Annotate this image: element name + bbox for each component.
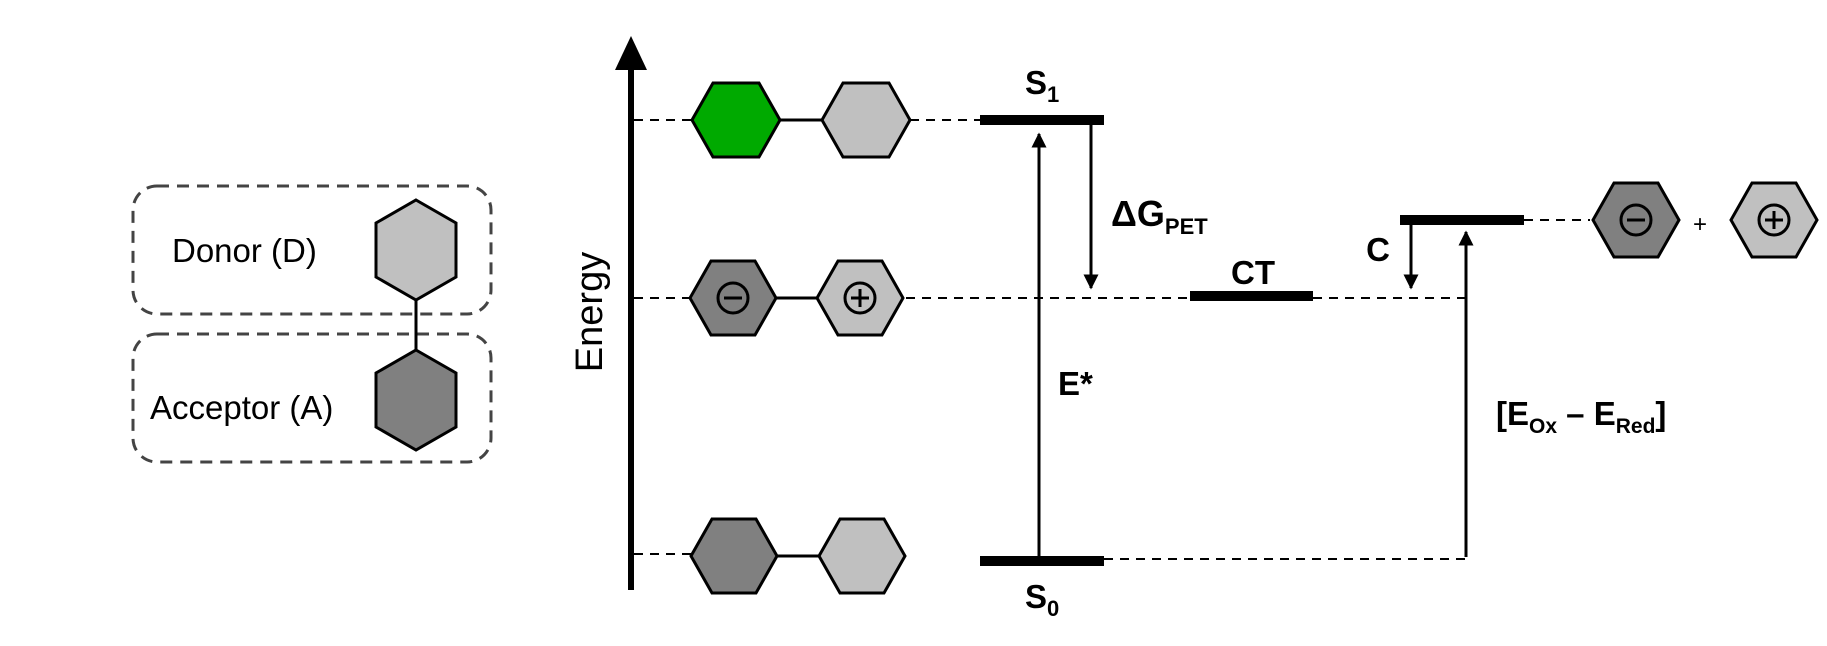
- acceptor-hexagon-icon: [374, 348, 458, 452]
- donor-hexagon-icon: [374, 198, 458, 302]
- energy-levels: [980, 115, 1524, 566]
- transitions: [1031, 125, 1474, 557]
- acceptor-legend-box: [131, 332, 493, 464]
- redox-red-sub: Red: [1616, 415, 1656, 438]
- legend: Donor (D) Acceptor (A): [131, 184, 493, 464]
- c-label: C: [1366, 231, 1390, 268]
- s1-donor-icon: [820, 81, 912, 159]
- s0-donor-icon: [817, 517, 907, 595]
- free-plus-circle-icon: [1757, 203, 1791, 237]
- s0-label-sub: 0: [1047, 596, 1059, 621]
- dg-pet-label-main: ΔG: [1111, 193, 1165, 234]
- donor-label: Donor (D): [172, 232, 317, 269]
- ct-molecule-pair: [688, 259, 905, 337]
- separated-ions: +: [1591, 181, 1819, 259]
- s1-molecule-pair: [690, 81, 912, 159]
- free-minus-circle-icon: [1619, 203, 1653, 237]
- s0-label-main: S: [1025, 578, 1047, 615]
- level-guides: [634, 119, 1590, 560]
- energy-axis-arrowhead-icon: [615, 36, 647, 70]
- dg-pet-label: ΔGPET: [1111, 193, 1208, 239]
- ct-label: CT: [1231, 254, 1275, 291]
- s0-acceptor-icon: [689, 517, 779, 595]
- energy-axis: Energy: [569, 36, 647, 590]
- minus-circle-icon: [716, 281, 750, 315]
- redox-ox-sub: Ox: [1529, 415, 1557, 438]
- s1-label-main: S: [1025, 64, 1047, 101]
- excited-acceptor-icon: [690, 81, 782, 159]
- redox-close: ]: [1655, 395, 1666, 432]
- s1-label: S1: [1025, 64, 1059, 107]
- redox-open: [E: [1496, 395, 1529, 432]
- separate-plus-sign: +: [1693, 211, 1707, 238]
- redox-dash: – E: [1557, 395, 1616, 432]
- dg-pet-label-sub: PET: [1165, 214, 1208, 239]
- energy-axis-label: Energy: [569, 252, 611, 372]
- s0-molecule-pair: [689, 517, 907, 595]
- redox-label: [EOx – ERed]: [1496, 395, 1666, 438]
- labels: S1 S0 CT C E* ΔGPET [EOx – ERed]: [1025, 64, 1666, 621]
- plus-circle-icon: [843, 281, 877, 315]
- estar-label: E*: [1058, 365, 1093, 402]
- donor-legend-box: [131, 184, 493, 316]
- s0-label: S0: [1025, 578, 1059, 621]
- s1-label-sub: 1: [1047, 82, 1059, 107]
- acceptor-label: Acceptor (A): [150, 389, 333, 426]
